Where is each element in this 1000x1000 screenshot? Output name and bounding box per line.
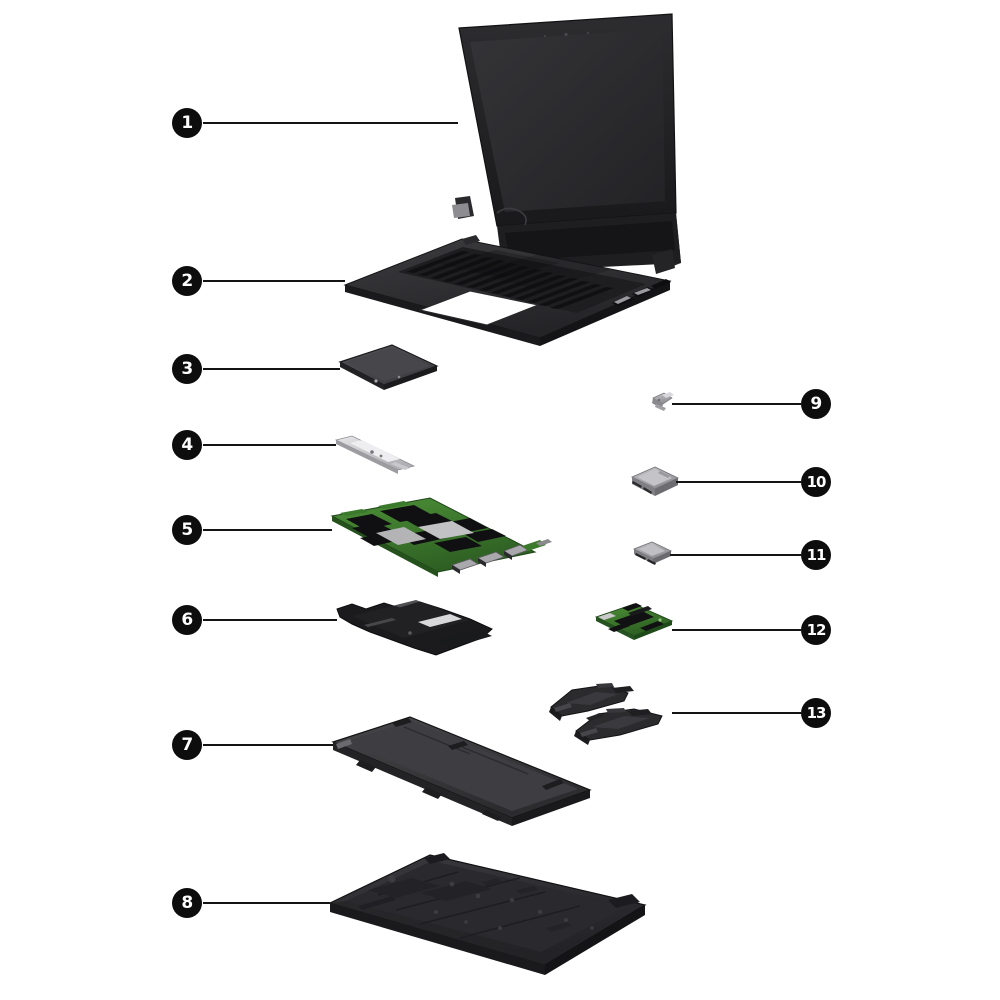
callout-1-display-assembly[interactable]: 1 [172,108,202,138]
part-usb-io-board [594,603,674,640]
part-speakers [549,683,663,745]
callout-6-system-board-shield[interactable]: 6 [172,605,202,635]
callout-8-bottom-cover[interactable]: 8 [172,888,202,918]
callout-10-solid-state-drive[interactable]: 10 [801,467,831,497]
part-touchpad [338,344,439,390]
part-keyboard-top-cover [343,235,672,346]
part-system-board-shield [336,600,493,656]
callout-13-speakers[interactable]: 13 [801,698,831,728]
leader-line-1 [203,122,458,124]
part-solid-state-drive [630,466,680,496]
leader-line-10 [676,481,801,483]
callout-9-power-connector-bracket[interactable]: 9 [801,389,831,419]
leader-line-8 [203,902,330,904]
part-wlan-module [632,541,673,565]
leader-line-12 [672,629,801,631]
callout-11-wlan-module[interactable]: 11 [801,540,831,570]
leader-line-11 [670,554,801,556]
callout-5-system-board[interactable]: 5 [172,515,202,545]
callout-2-keyboard-top-cover[interactable]: 2 [172,266,202,296]
part-touchpad-bracket [334,435,416,474]
callout-3-touchpad[interactable]: 3 [172,354,202,384]
leader-line-2 [203,280,345,282]
part-display-assembly [452,13,681,274]
callout-7-battery[interactable]: 7 [172,730,202,760]
leader-line-5 [203,529,332,531]
part-system-board [330,497,552,577]
leader-line-3 [203,368,340,370]
callout-12-usb-io-board[interactable]: 12 [801,615,831,645]
part-power-connector-bracket [652,392,674,411]
leader-line-9 [672,403,801,405]
leader-line-7 [203,744,333,746]
callout-4-touchpad-bracket[interactable]: 4 [172,430,202,460]
leader-line-6 [203,619,337,621]
leader-line-13 [672,712,801,714]
leader-line-4 [203,444,336,446]
part-battery [331,716,592,826]
part-bottom-cover [328,853,647,975]
